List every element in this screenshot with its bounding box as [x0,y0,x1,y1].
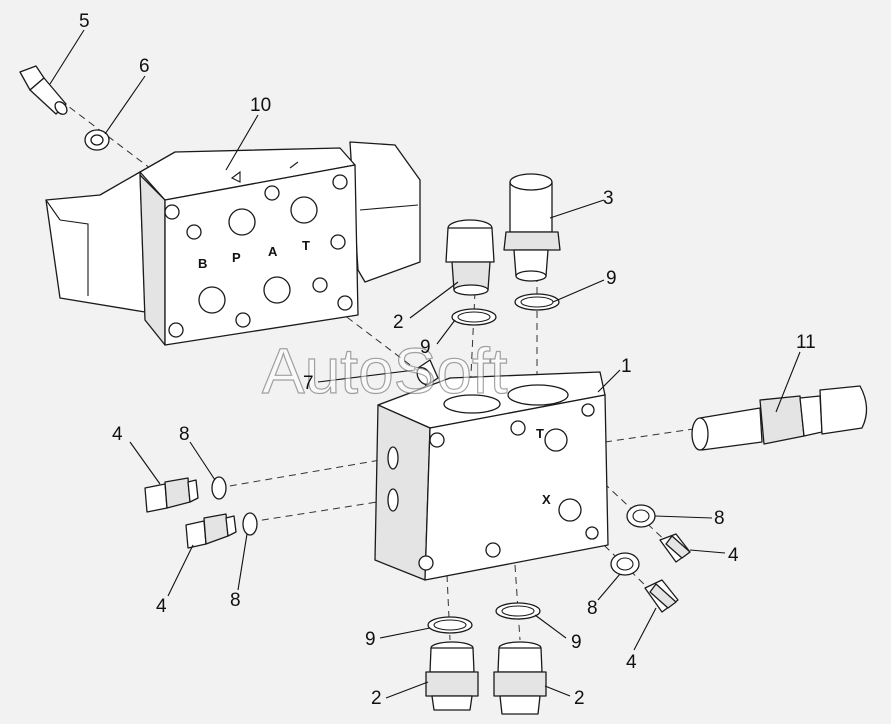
part-2-fittings-bottom [425,641,547,715]
callout-3: 3 [603,188,614,209]
callout-6: 6 [139,56,150,77]
valve-port-p-label: P [232,250,241,265]
callout-8-upper-left: 8 [179,424,190,445]
part-2-fitting-top [445,219,495,296]
callout-7: 7 [303,373,314,394]
callout-5: 5 [79,11,90,32]
callout-8-upper-right: 8 [714,508,725,529]
valve-port-t-label: T [302,238,310,253]
part-3-fitting [503,173,561,282]
callout-8-lower-left: 8 [230,590,241,611]
callout-4-lower-left: 4 [156,596,167,617]
part-5-bolt [19,65,68,115]
callout-4-upper-right: 4 [728,545,739,566]
callouts: 5 6 10 3 2 9 9 7 1 11 4 8 4 8 8 4 8 4 9 … [79,11,816,709]
callout-9-top-left: 9 [420,337,431,358]
block-port-x-label: X [542,492,551,507]
callout-9-bottom-left: 9 [365,629,376,650]
part-11-sensor [691,385,868,451]
callout-2-bottom-left: 2 [371,688,382,709]
callout-8-lower-right: 8 [587,598,598,619]
callout-11: 11 [796,332,816,353]
leader-lines [49,29,801,699]
part-4-fittings [144,477,691,613]
part-8-washers [211,476,656,576]
callout-2-bottom-right: 2 [574,688,585,709]
callout-4-lower-right: 4 [626,652,637,673]
part-1-manifold-block: T X [374,371,609,581]
part-10-valve: B P A T [45,141,421,346]
watermark: AutoSoft [262,335,508,407]
valve-port-b-label: B [198,256,207,271]
callout-9-bottom-right: 9 [571,632,582,653]
callout-9-top-right: 9 [606,268,617,289]
callout-10: 10 [250,95,271,116]
block-port-t-label: T [536,426,544,441]
part-9-o-rings [427,293,560,634]
valve-port-a-label: A [268,244,278,259]
callout-4-upper-left: 4 [112,424,123,445]
callout-1: 1 [621,356,632,377]
part-6-washer [84,129,110,151]
part-7-pin [416,359,439,387]
callout-2-top: 2 [393,312,404,333]
